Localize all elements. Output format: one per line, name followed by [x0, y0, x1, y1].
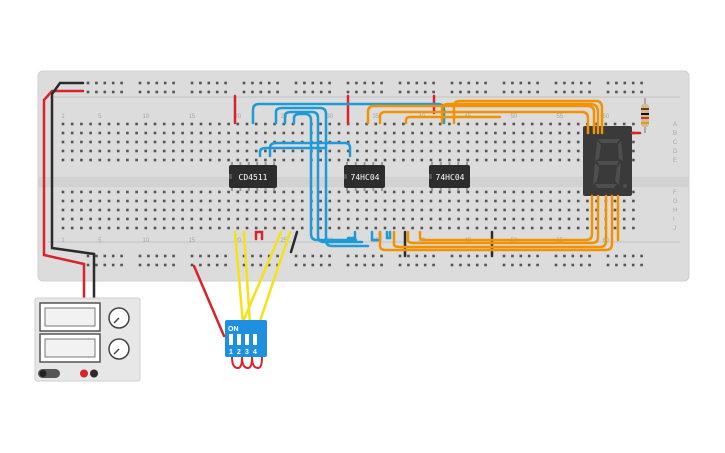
- column-label: 1: [61, 114, 65, 120]
- column-label: 10: [142, 114, 149, 120]
- wire-black: [289, 230, 299, 254]
- dip-on-label: ON: [228, 326, 239, 333]
- wire-red-switch: [192, 264, 226, 338]
- wire-red-jumper: [254, 230, 264, 241]
- wires-orange: [366, 99, 620, 252]
- dip-number-1: 1: [229, 349, 233, 356]
- column-label: 20: [234, 114, 241, 120]
- column-label: 20: [234, 238, 241, 244]
- segment-digit-icon: [593, 139, 627, 188]
- dip-toggle-1[interactable]: [229, 334, 233, 345]
- chip-74hc04-2[interactable]: 74HC04: [429, 165, 470, 188]
- row-label: E: [673, 158, 677, 164]
- dip-resistors: [231, 356, 263, 370]
- column-label: 25: [280, 238, 287, 244]
- column-label: 1: [61, 238, 65, 244]
- wires-yellow: [233, 230, 292, 326]
- column-label: 55: [556, 114, 563, 120]
- row-label: H: [673, 208, 677, 214]
- chip-pins: [231, 162, 468, 191]
- column-label: 10: [142, 238, 149, 244]
- row-label: J: [673, 226, 676, 232]
- row-label: F: [673, 190, 677, 196]
- column-label: 60: [602, 114, 609, 120]
- dip-toggle-2[interactable]: [237, 334, 241, 345]
- row-label: G: [673, 199, 678, 205]
- column-label: 40: [418, 238, 425, 244]
- column-label: 5: [98, 114, 102, 120]
- row-label: A: [673, 122, 677, 128]
- dip-number-3: 3: [245, 349, 249, 356]
- dip-number-4: 4: [253, 349, 257, 356]
- column-label: 35: [372, 114, 379, 120]
- column-label: 50: [510, 114, 517, 120]
- power-supply[interactable]: [34, 297, 141, 382]
- wires-blue: [251, 102, 446, 248]
- row-label: C: [673, 140, 678, 146]
- seven-segment-display[interactable]: [583, 126, 632, 196]
- column-label: 30: [326, 114, 333, 120]
- chip-label: 74HC04: [351, 173, 380, 182]
- dip-number-2: 2: [237, 349, 241, 356]
- chip-label: 74HC04: [436, 173, 465, 182]
- chip-label: CD4511: [239, 173, 268, 182]
- column-label: 5: [98, 238, 102, 244]
- resistor[interactable]: [641, 98, 649, 133]
- chip-74hc04-1[interactable]: 74HC04: [344, 165, 385, 188]
- column-label: 15: [188, 238, 195, 244]
- column-label: 15: [188, 114, 195, 120]
- chip-cd4511[interactable]: CD4511: [229, 165, 277, 188]
- dip-toggle-3[interactable]: [245, 334, 249, 345]
- row-label: I: [673, 217, 675, 223]
- wire-red-power: [42, 89, 86, 375]
- wire-black-ground: [50, 81, 96, 375]
- dip-toggle-4[interactable]: [253, 334, 257, 345]
- psu-positive-terminal[interactable]: [80, 369, 88, 378]
- psu-negative-terminal[interactable]: [90, 369, 98, 378]
- breadboard-holes: [61, 81, 643, 267]
- dip-switch[interactable]: ON 1 2 3 4: [225, 320, 267, 370]
- row-label: B: [673, 131, 677, 137]
- row-label: D: [673, 149, 678, 155]
